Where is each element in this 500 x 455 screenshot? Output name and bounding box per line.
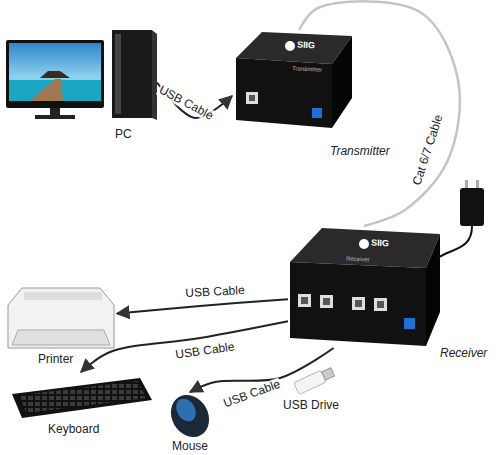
monitor-frame bbox=[6, 40, 104, 108]
usb-port bbox=[246, 92, 258, 104]
receiver-node: Receiver bbox=[288, 226, 440, 348]
cable-label: USB Cable bbox=[221, 377, 283, 410]
keyboard-illustration bbox=[12, 378, 152, 418]
cable-connector bbox=[299, 1, 460, 226]
device-label: Receiver bbox=[440, 346, 487, 360]
logo-mark bbox=[285, 41, 295, 51]
mouse-highlight bbox=[172, 395, 200, 425]
drive-body bbox=[294, 370, 327, 394]
logo-mark bbox=[359, 239, 369, 249]
keyboard-body bbox=[12, 378, 152, 418]
usb-drive-node: USB Drive bbox=[283, 365, 343, 413]
monitor-base bbox=[35, 115, 75, 119]
printer-tray bbox=[12, 330, 110, 345]
power-adapter bbox=[438, 180, 484, 258]
usb-port-inner bbox=[323, 298, 330, 305]
keyboard-keys bbox=[20, 381, 146, 413]
mouse-illustration bbox=[163, 388, 216, 444]
pc-tower bbox=[112, 30, 152, 118]
box-top bbox=[290, 228, 440, 268]
screen-hut bbox=[40, 71, 70, 78]
usb-port-inner bbox=[377, 301, 384, 308]
tower-stripe bbox=[115, 34, 121, 114]
drive-plug bbox=[322, 368, 335, 380]
printer-node: Printer bbox=[5, 282, 117, 352]
computer-node: PC bbox=[5, 30, 157, 135]
cable-connector bbox=[117, 299, 288, 313]
screen-pier bbox=[30, 79, 63, 101]
transmitter-node: Transmitter bbox=[232, 30, 354, 130]
usb-port bbox=[374, 298, 387, 311]
device-label: USB Drive bbox=[283, 398, 339, 412]
printer-illustration bbox=[8, 288, 114, 348]
monitor-screen bbox=[9, 43, 101, 101]
cable-label: USB Cable bbox=[156, 83, 216, 123]
cable-label: Cat 6/7 Cable bbox=[410, 112, 446, 188]
box-side bbox=[332, 36, 352, 128]
device-label: Mouse bbox=[172, 439, 208, 453]
pc-illustration bbox=[6, 30, 157, 120]
usb-port-inner bbox=[355, 300, 362, 307]
usb-port bbox=[320, 295, 333, 308]
screen-sea bbox=[9, 80, 101, 101]
mouse-node: Mouse bbox=[168, 392, 212, 452]
usb-port bbox=[298, 294, 311, 307]
box-front bbox=[290, 262, 426, 346]
transmitter-illustration bbox=[236, 32, 352, 128]
id-switch bbox=[404, 318, 415, 329]
device-name: Receiver bbox=[346, 255, 370, 262]
box-side bbox=[426, 234, 440, 346]
cable-label: USB Cable bbox=[174, 340, 237, 361]
printer-slot bbox=[24, 292, 102, 300]
device-label: Printer bbox=[38, 352, 73, 366]
device-label: PC bbox=[115, 127, 132, 141]
printer-body bbox=[8, 288, 114, 348]
receiver-illustration bbox=[290, 228, 440, 346]
power-wire bbox=[438, 226, 472, 258]
tower-side bbox=[152, 30, 157, 120]
brand-logo: SIIG bbox=[297, 41, 315, 51]
brand-logo: SIIG bbox=[371, 239, 389, 249]
keyboard-node: Keyboard bbox=[10, 372, 152, 420]
cable-label: USB Cable bbox=[184, 284, 246, 300]
usb-port bbox=[352, 297, 365, 310]
device-label: Transmitter bbox=[330, 144, 390, 158]
cable-connector bbox=[81, 321, 288, 372]
adapter-body bbox=[460, 188, 484, 226]
monitor-neck bbox=[50, 108, 60, 116]
id-switch bbox=[312, 108, 322, 118]
usb-port-inner bbox=[301, 297, 308, 304]
device-label: Keyboard bbox=[48, 422, 99, 436]
usb-port-inner bbox=[249, 95, 255, 101]
mouse-body bbox=[163, 388, 216, 444]
box-front bbox=[236, 58, 332, 128]
